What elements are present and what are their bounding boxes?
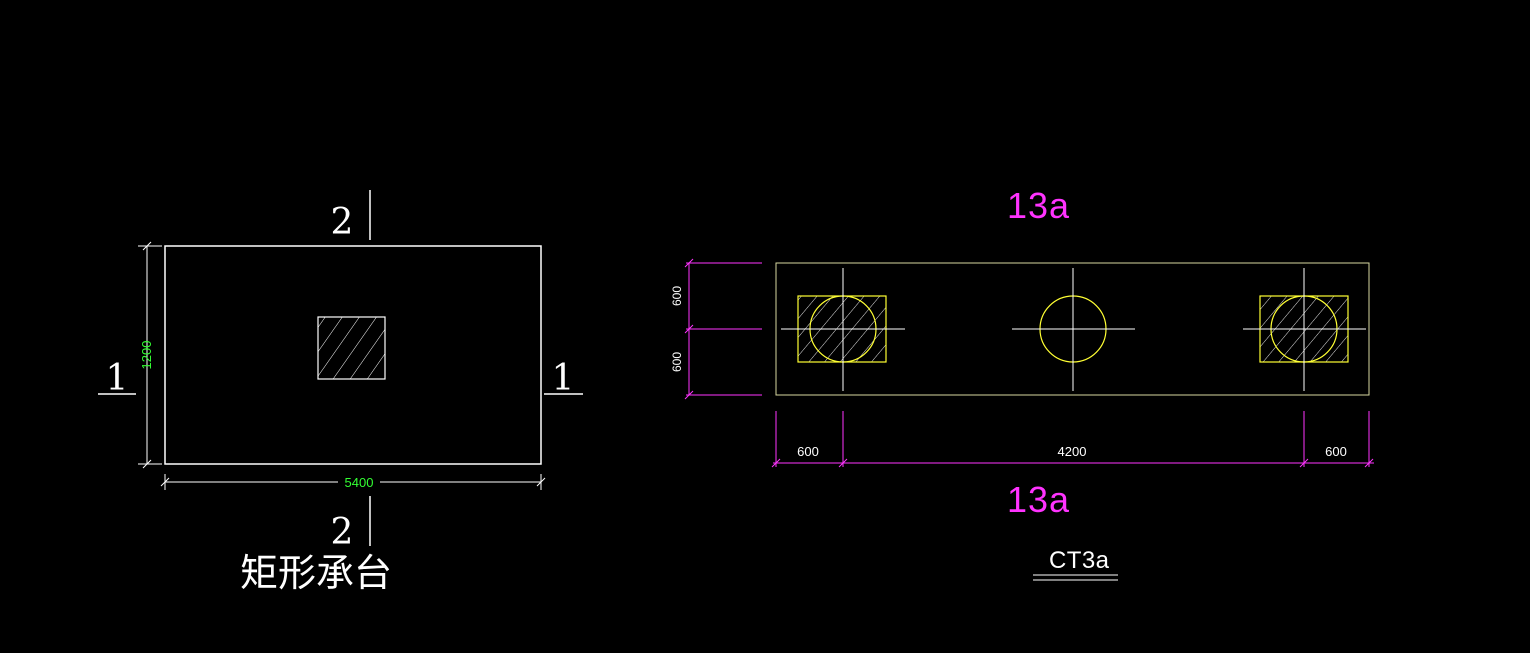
column-hatch <box>317 316 386 380</box>
dim-v-top-label: 600 <box>670 286 684 306</box>
dim-h-left-label: 600 <box>797 444 819 459</box>
dim-height-label: 1200 <box>139 341 154 370</box>
dim-horizontal <box>771 411 1374 468</box>
ct3a-title: CT3a <box>1049 547 1110 574</box>
section-13a-top: 13a <box>1007 185 1070 226</box>
cap-outline <box>164 245 542 465</box>
dim-v-bottom-label: 600 <box>670 352 684 372</box>
section-2-top-label: 2 <box>331 202 354 243</box>
section-2-bottom-label: 2 <box>331 512 354 553</box>
dim-h-mid-label: 4200 <box>1058 444 1087 459</box>
dim-vertical <box>684 258 762 400</box>
dim-height <box>138 241 162 469</box>
pile-left <box>781 268 905 391</box>
rect-cap-drawing: 2 2 1 1 1200 5400 矩形承台 <box>98 190 583 595</box>
section-1-left-label: 1 <box>106 358 129 399</box>
section-1-right-label: 1 <box>552 358 575 399</box>
section-13a-bottom: 13a <box>1007 479 1070 520</box>
drawing-title: 矩形承台 <box>240 551 392 595</box>
ct3a-drawing: 13a <box>670 185 1374 581</box>
dim-h-right-label: 600 <box>1325 444 1347 459</box>
pile-right <box>1243 268 1366 391</box>
dim-width-label: 5400 <box>345 475 374 490</box>
cap-outline-ct3a <box>775 262 1370 396</box>
pile-middle <box>1012 268 1135 391</box>
